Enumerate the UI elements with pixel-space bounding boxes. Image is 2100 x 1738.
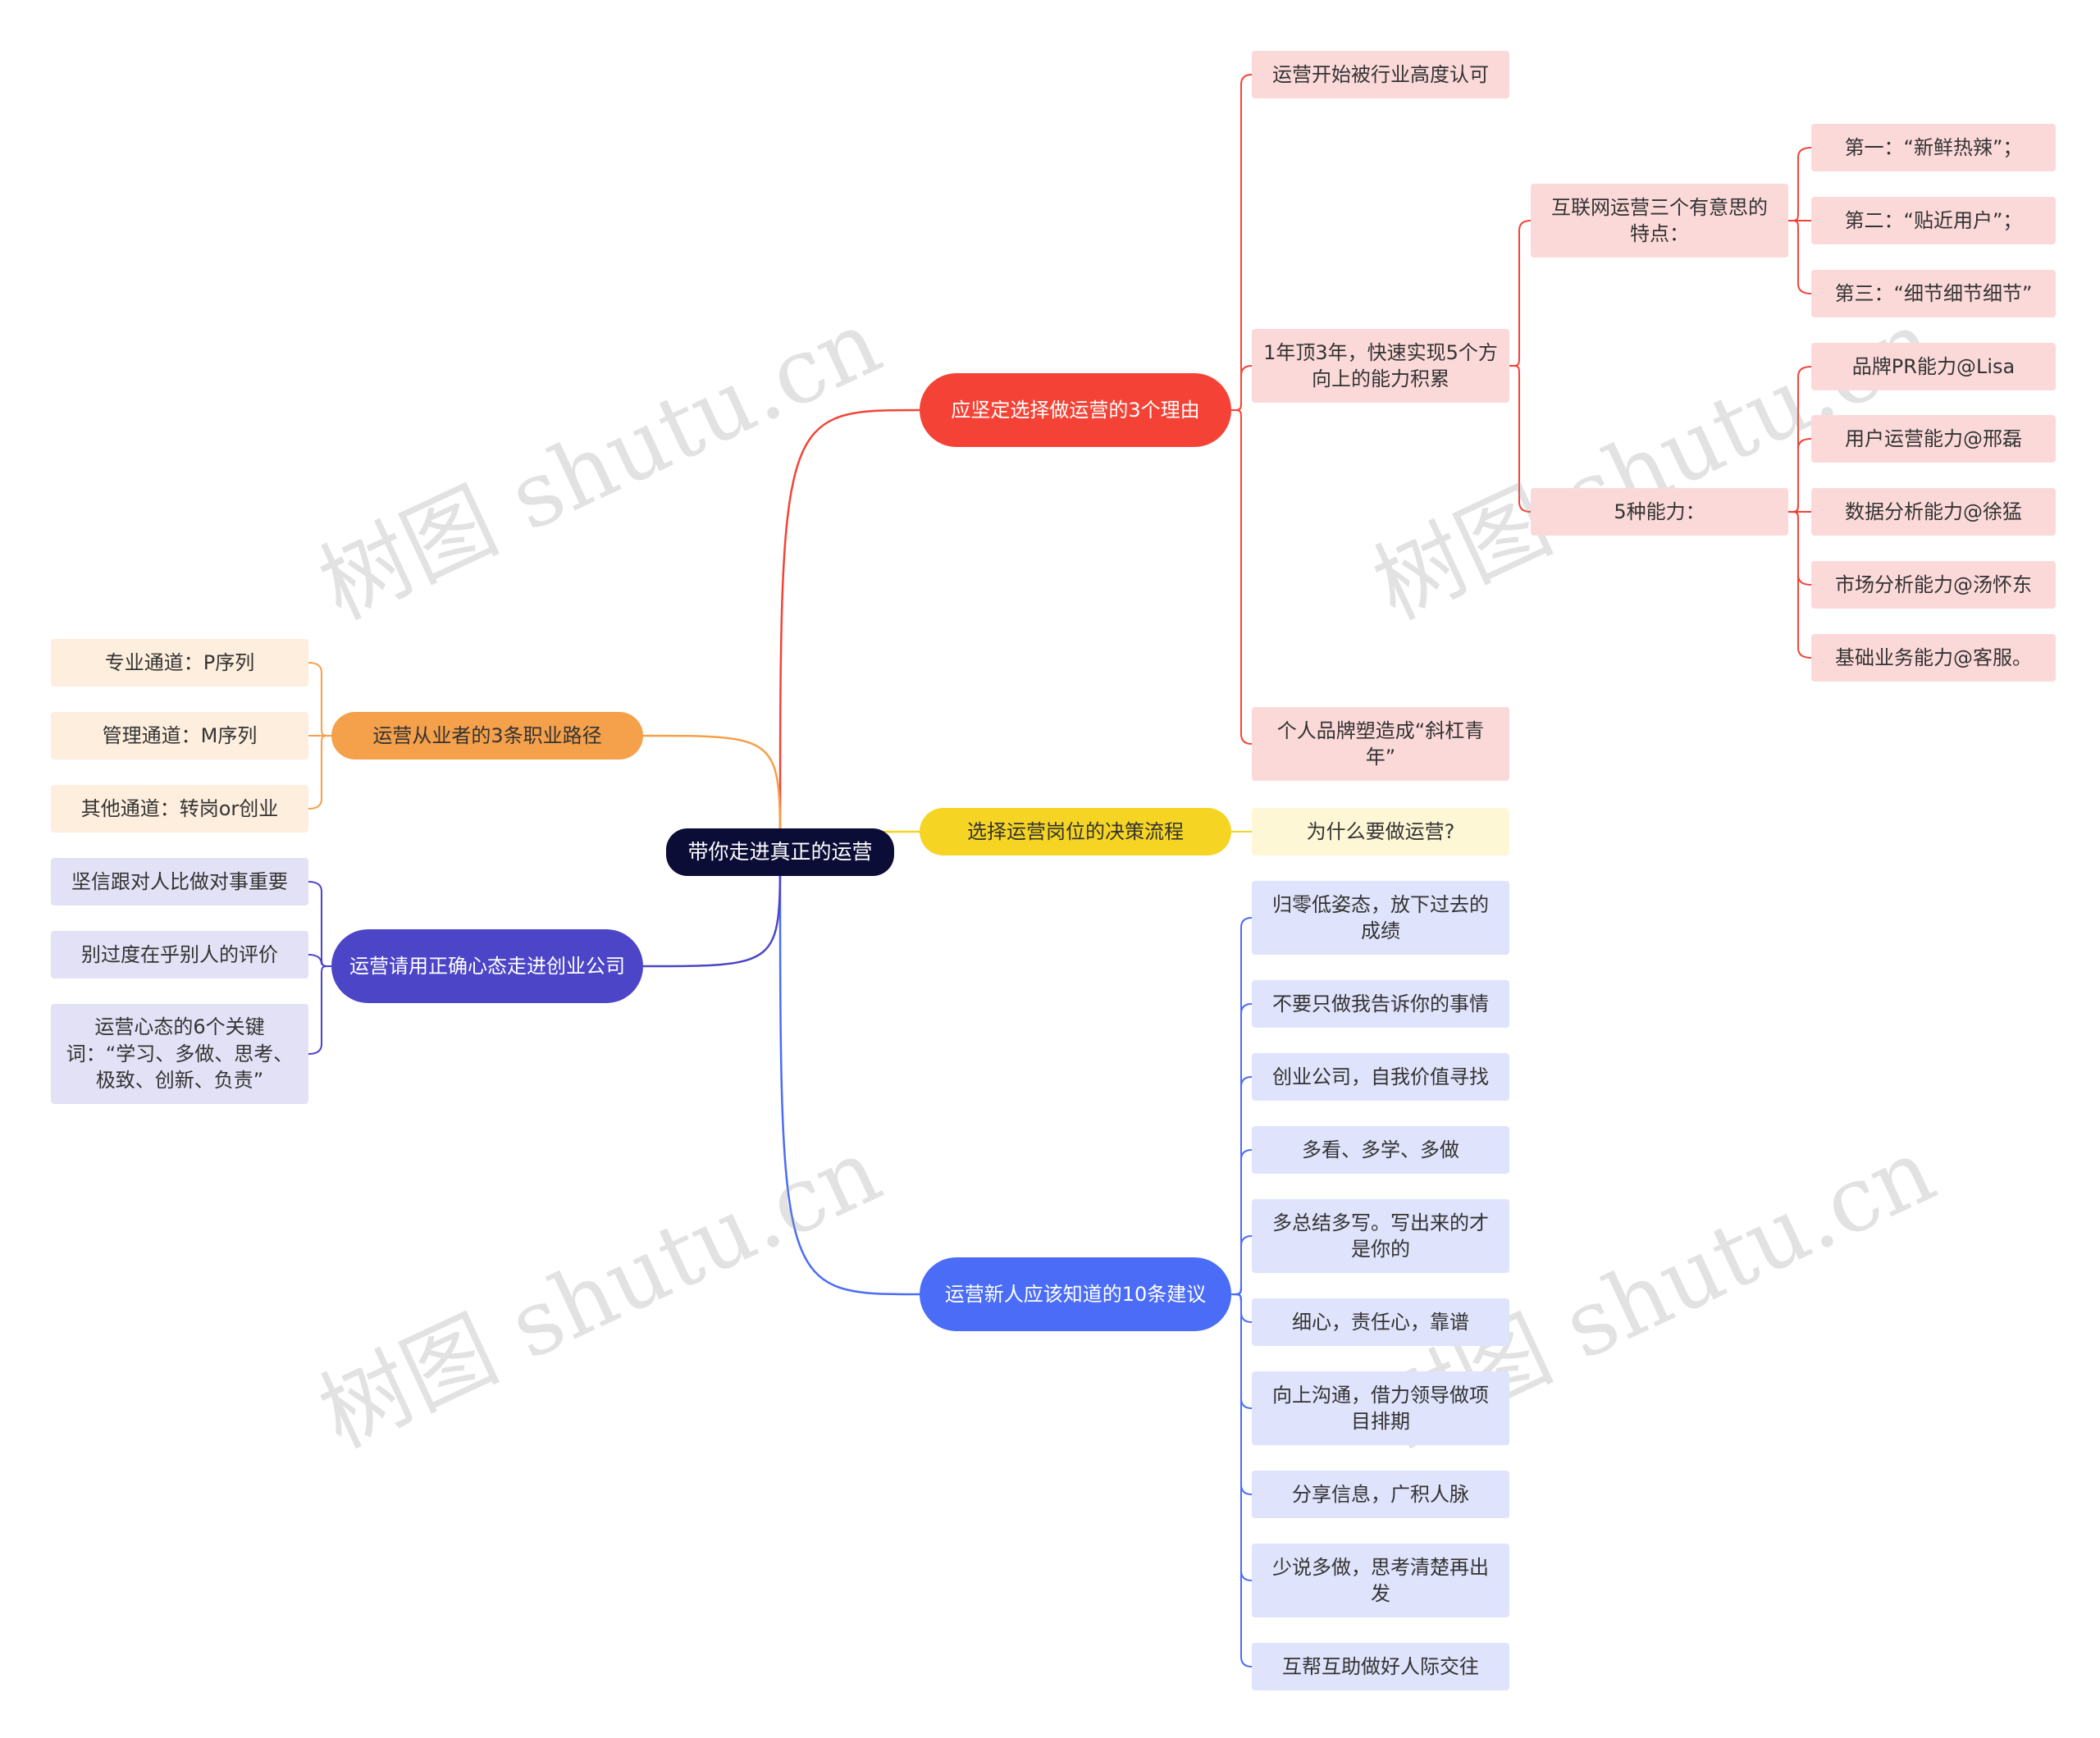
branch-career[interactable]: 运营从业者的3条职业路径 — [331, 712, 643, 760]
connector-line — [1230, 1293, 1253, 1667]
career-item[interactable]: 其他通道：转岗or创业 — [51, 785, 308, 833]
connector-line — [1509, 220, 1532, 367]
advice-item[interactable]: 互帮互助做好人际交往 — [1252, 1643, 1509, 1690]
branch-decision[interactable]: 选择运营岗位的决策流程 — [920, 808, 1231, 855]
feature-item[interactable]: 第一：“新鲜热辣”； — [1811, 124, 2056, 171]
connector-line — [642, 734, 782, 853]
career-item[interactable]: 管理通道：M序列 — [51, 712, 308, 760]
connector-line — [308, 662, 332, 737]
ability-item[interactable]: 品牌PR能力@Lisa — [1811, 343, 2056, 390]
advice-item[interactable]: 少说多做，思考清楚再出发 — [1252, 1544, 1509, 1617]
reason-item[interactable]: 1年顶3年，快速实现5个方向上的能力积累 — [1252, 329, 1509, 403]
advice-item[interactable]: 不要只做我告诉你的事情 — [1252, 980, 1509, 1028]
abilities-node[interactable]: 5种能力： — [1531, 488, 1788, 536]
connector-line — [642, 851, 782, 968]
career-item[interactable]: 专业通道：P序列 — [51, 639, 308, 687]
mindset-item[interactable]: 坚信跟对人比做对事重要 — [51, 858, 308, 905]
advice-item[interactable]: 多看、多学、多做 — [1252, 1126, 1509, 1174]
reason-item[interactable]: 运营开始被行业高度认可 — [1252, 51, 1509, 98]
connector-line — [308, 965, 332, 1055]
branch-reasons[interactable]: 应坚定选择做运营的3个理由 — [920, 373, 1231, 447]
connector-line — [1787, 511, 1812, 659]
reason-item[interactable]: 个人品牌塑造成“斜杠青年” — [1252, 707, 1509, 781]
connector-line — [1787, 438, 1812, 513]
decision-item[interactable]: 为什么要做运营? — [1252, 808, 1509, 855]
connector-line — [1787, 511, 1812, 586]
connector-line — [1787, 147, 1812, 221]
mindset-item[interactable]: 运营心态的6个关键词：“学习、多做、思考、极致、创新、负责” — [51, 1004, 308, 1104]
mindset-item[interactable]: 别过度在乎别人的评价 — [51, 931, 308, 978]
advice-item[interactable]: 创业公司，自我价值寻找 — [1252, 1053, 1509, 1101]
branch-mindset[interactable]: 运营请用正确心态走进创业公司 — [331, 929, 643, 1003]
ability-item[interactable]: 数据分析能力@徐猛 — [1811, 488, 2056, 536]
connector-line — [1230, 409, 1253, 745]
ability-item[interactable]: 市场分析能力@汤怀东 — [1811, 561, 2056, 609]
connector-line — [308, 881, 332, 967]
features-node[interactable]: 互联网运营三个有意思的特点： — [1531, 184, 1788, 258]
connector-line — [778, 851, 920, 1296]
connector-line — [1230, 365, 1253, 411]
root-topic[interactable]: 带你走进真正的运营 — [666, 828, 894, 876]
ability-item[interactable]: 基础业务能力@客服。 — [1811, 634, 2056, 682]
feature-item[interactable]: 第二：“贴近用户”； — [1811, 197, 2056, 244]
connector-line — [308, 735, 332, 810]
feature-item[interactable]: 第三：“细节细节细节” — [1811, 270, 2056, 317]
connector-line — [1787, 220, 1812, 294]
advice-item[interactable]: 归零低姿态，放下过去的成绩 — [1252, 881, 1509, 955]
branch-advice[interactable]: 运营新人应该知道的10条建议 — [920, 1257, 1231, 1331]
connector-line — [1230, 1235, 1253, 1295]
advice-item[interactable]: 多总结多写。写出来的才是你的 — [1252, 1199, 1509, 1273]
advice-item[interactable]: 向上沟通，借力领导做项目排期 — [1252, 1371, 1509, 1445]
ability-item[interactable]: 用户运营能力@邢磊 — [1811, 415, 2056, 463]
advice-item[interactable]: 细心，责任心，靠谱 — [1252, 1298, 1509, 1346]
connector-line — [1509, 365, 1532, 513]
connector-line — [308, 954, 332, 967]
connector-line — [778, 408, 920, 853]
connector-line — [1230, 74, 1253, 411]
advice-item[interactable]: 分享信息，广积人脉 — [1252, 1471, 1509, 1518]
